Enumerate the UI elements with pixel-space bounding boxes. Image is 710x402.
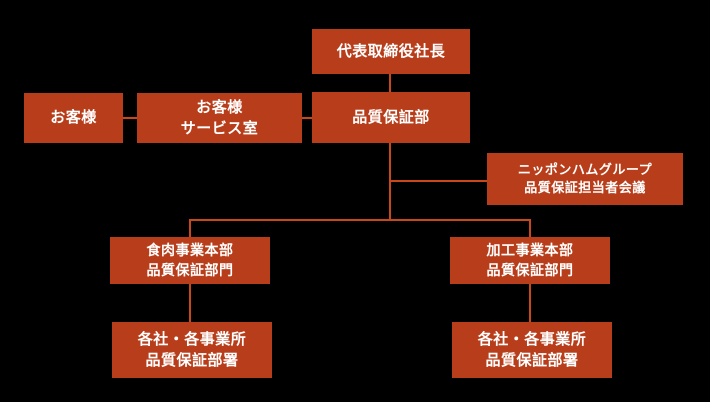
node-customer-label: お客様 bbox=[50, 109, 97, 127]
node-quality-assurance-dept: 品質保証部 bbox=[312, 92, 470, 143]
node-customer-service-label-line2: サービス室 bbox=[180, 120, 259, 137]
node-customer: お客様 bbox=[24, 93, 123, 143]
node-meat-division-qa: 食肉事業本部 品質保証部門 bbox=[110, 237, 270, 284]
node-nipponham-group-meeting: ニッポンハムグループ 品質保証担当者会議 bbox=[487, 153, 683, 205]
node-nipponham-group-meeting-label-line1: ニッポンハムグループ bbox=[517, 161, 653, 177]
node-processed-division-qa-label-line2: 品質保証部門 bbox=[486, 261, 574, 278]
node-president: 代表取締役社長 bbox=[312, 29, 470, 74]
node-president-label: 代表取締役社長 bbox=[336, 42, 446, 60]
node-meat-division-qa-label-line1: 食肉事業本部 bbox=[146, 241, 234, 258]
connector-qa-nipponham bbox=[390, 180, 487, 182]
node-sites-meat-qa: 各社・各事業所 品質保証部署 bbox=[112, 322, 272, 378]
node-customer-service-label-line1: お客様 bbox=[196, 98, 243, 116]
node-customer-service: お客様 サービス室 bbox=[137, 93, 302, 143]
node-sites-meat-qa-label-line1: 各社・各事業所 bbox=[137, 330, 247, 348]
connector-meat-sites bbox=[189, 284, 191, 322]
node-nipponham-group-meeting-label-line2: 品質保証担当者会議 bbox=[524, 180, 646, 195]
node-sites-processed-qa-label-line1: 各社・各事業所 bbox=[477, 330, 587, 348]
node-processed-division-qa: 加工事業本部 品質保証部門 bbox=[450, 237, 610, 284]
node-processed-division-qa-label-line1: 加工事業本部 bbox=[486, 241, 574, 258]
node-sites-meat-qa-label-line2: 品質保証部署 bbox=[145, 352, 239, 369]
node-quality-assurance-dept-label: 品質保証部 bbox=[352, 108, 430, 126]
node-sites-processed-qa: 各社・各事業所 品質保証部署 bbox=[452, 322, 612, 378]
node-meat-division-qa-label-line2: 品質保証部門 bbox=[146, 261, 234, 278]
node-sites-processed-qa-label-line2: 品質保証部署 bbox=[485, 352, 579, 369]
connector-processed-sites bbox=[529, 284, 531, 322]
connector-customer-service bbox=[123, 117, 137, 119]
connector-service-qa bbox=[302, 117, 312, 119]
connector-president-qa bbox=[389, 74, 391, 92]
connector-processed-drop bbox=[529, 219, 531, 237]
connector-meat-drop bbox=[189, 219, 191, 237]
connector-divisions-branch bbox=[189, 219, 531, 221]
